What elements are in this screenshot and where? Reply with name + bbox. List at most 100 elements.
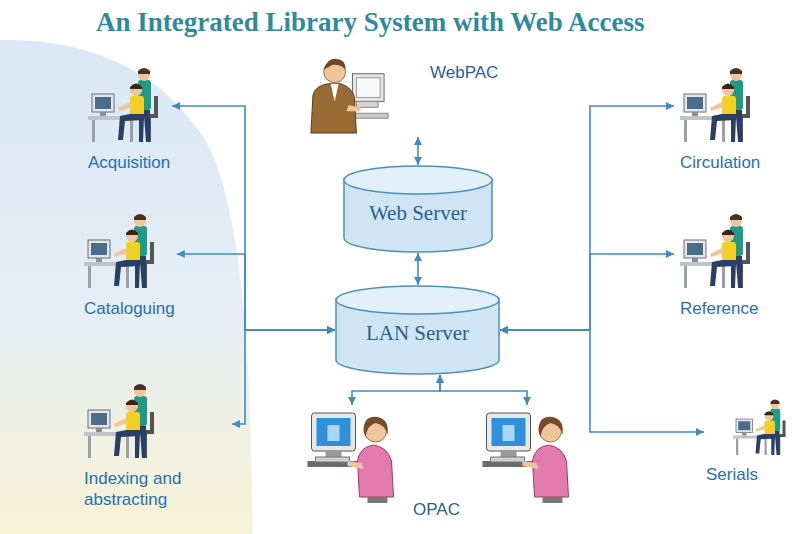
hair	[126, 400, 138, 406]
hair	[324, 59, 346, 70]
legs	[114, 260, 140, 286]
arm	[523, 461, 539, 469]
arm	[710, 248, 724, 257]
workstation: Serials	[706, 398, 790, 485]
seated-person	[130, 96, 144, 116]
monitor	[88, 410, 110, 428]
head	[722, 230, 734, 242]
connector	[440, 375, 527, 405]
node-label: Serials	[706, 464, 790, 485]
workstation: Cataloguing	[80, 212, 175, 319]
server-cylinder: Web Server	[343, 165, 493, 253]
legs	[710, 260, 736, 286]
node-label: Circulation	[680, 152, 760, 173]
desk-leg	[684, 120, 687, 142]
connector	[232, 330, 335, 424]
worker-illustration	[676, 212, 756, 292]
node-label: OPAC	[413, 499, 460, 520]
desk-leg	[88, 266, 91, 288]
chair-back	[746, 242, 750, 262]
head	[134, 215, 146, 227]
monitor-screen	[738, 421, 750, 430]
head	[730, 215, 742, 227]
connector	[352, 375, 440, 405]
monitor	[88, 240, 110, 258]
worker-illustration	[80, 382, 160, 462]
seated-person	[722, 242, 736, 262]
arm	[756, 425, 767, 432]
desk-leg	[684, 266, 687, 288]
monitor-screen	[687, 243, 703, 255]
hair	[134, 214, 146, 220]
connector	[417, 253, 419, 285]
hair	[722, 84, 734, 90]
desk-leg	[130, 120, 133, 142]
desk-leg	[88, 436, 91, 458]
cylinder-top	[344, 166, 492, 194]
woman	[533, 445, 569, 497]
workstation: Circulation	[676, 66, 760, 173]
node-label: Acquisition	[88, 152, 170, 173]
head	[765, 412, 774, 421]
connector	[172, 106, 335, 330]
desk-leg	[765, 439, 767, 456]
monitor-stand	[100, 112, 106, 116]
monitor	[352, 74, 384, 102]
workstation: Indexing and abstracting	[80, 382, 230, 510]
monitor-stand	[326, 451, 342, 457]
worker-illustration	[84, 66, 164, 146]
connector	[177, 254, 335, 330]
hair	[771, 400, 780, 405]
head	[722, 84, 734, 96]
man-illustration	[305, 52, 390, 137]
monitor	[92, 94, 114, 112]
monitor-stand	[742, 433, 747, 436]
hand	[347, 105, 361, 111]
keyboard	[491, 457, 525, 462]
screen-detail	[328, 425, 340, 441]
woman-illustration	[480, 405, 575, 505]
legs	[118, 114, 144, 140]
monitor-screen	[317, 418, 351, 446]
node-label: Reference	[680, 298, 758, 319]
hair	[126, 230, 138, 236]
head	[138, 69, 150, 81]
shirt	[331, 84, 339, 102]
monitor	[736, 419, 753, 433]
arm	[114, 248, 128, 257]
title: An Integrated Library System with Web Ac…	[96, 6, 696, 38]
monitor	[487, 413, 531, 451]
node-label: Cataloguing	[84, 298, 175, 319]
monitor-stand	[96, 428, 102, 432]
desk-leg	[126, 266, 129, 288]
arm	[114, 418, 128, 427]
background-region	[0, 40, 252, 534]
monitor	[312, 413, 356, 451]
monitor-screen	[492, 418, 526, 446]
monitor-screen	[91, 413, 107, 425]
node-label: WebPAC	[430, 62, 498, 83]
seated-person	[722, 96, 736, 116]
workstation: OPAC	[305, 405, 575, 530]
hair	[722, 230, 734, 236]
seated-person	[126, 242, 140, 262]
node-label: LAN Server	[335, 285, 500, 345]
hair	[134, 384, 146, 390]
workstation: Reference	[676, 212, 758, 319]
workstation: WebPAC	[305, 52, 502, 137]
node-label: Web Server	[343, 165, 493, 225]
connector	[417, 137, 419, 165]
woman-illustration	[305, 405, 400, 505]
chair	[543, 497, 563, 503]
head	[134, 385, 146, 397]
workstation: Acquisition	[84, 66, 170, 173]
seated-person	[126, 412, 140, 432]
head	[126, 230, 138, 242]
monitor-stand	[692, 112, 698, 116]
worker-illustration	[730, 398, 790, 458]
desk-leg	[722, 266, 725, 288]
monitor-screen	[356, 78, 380, 98]
chair-back	[150, 412, 154, 432]
head	[730, 69, 742, 81]
